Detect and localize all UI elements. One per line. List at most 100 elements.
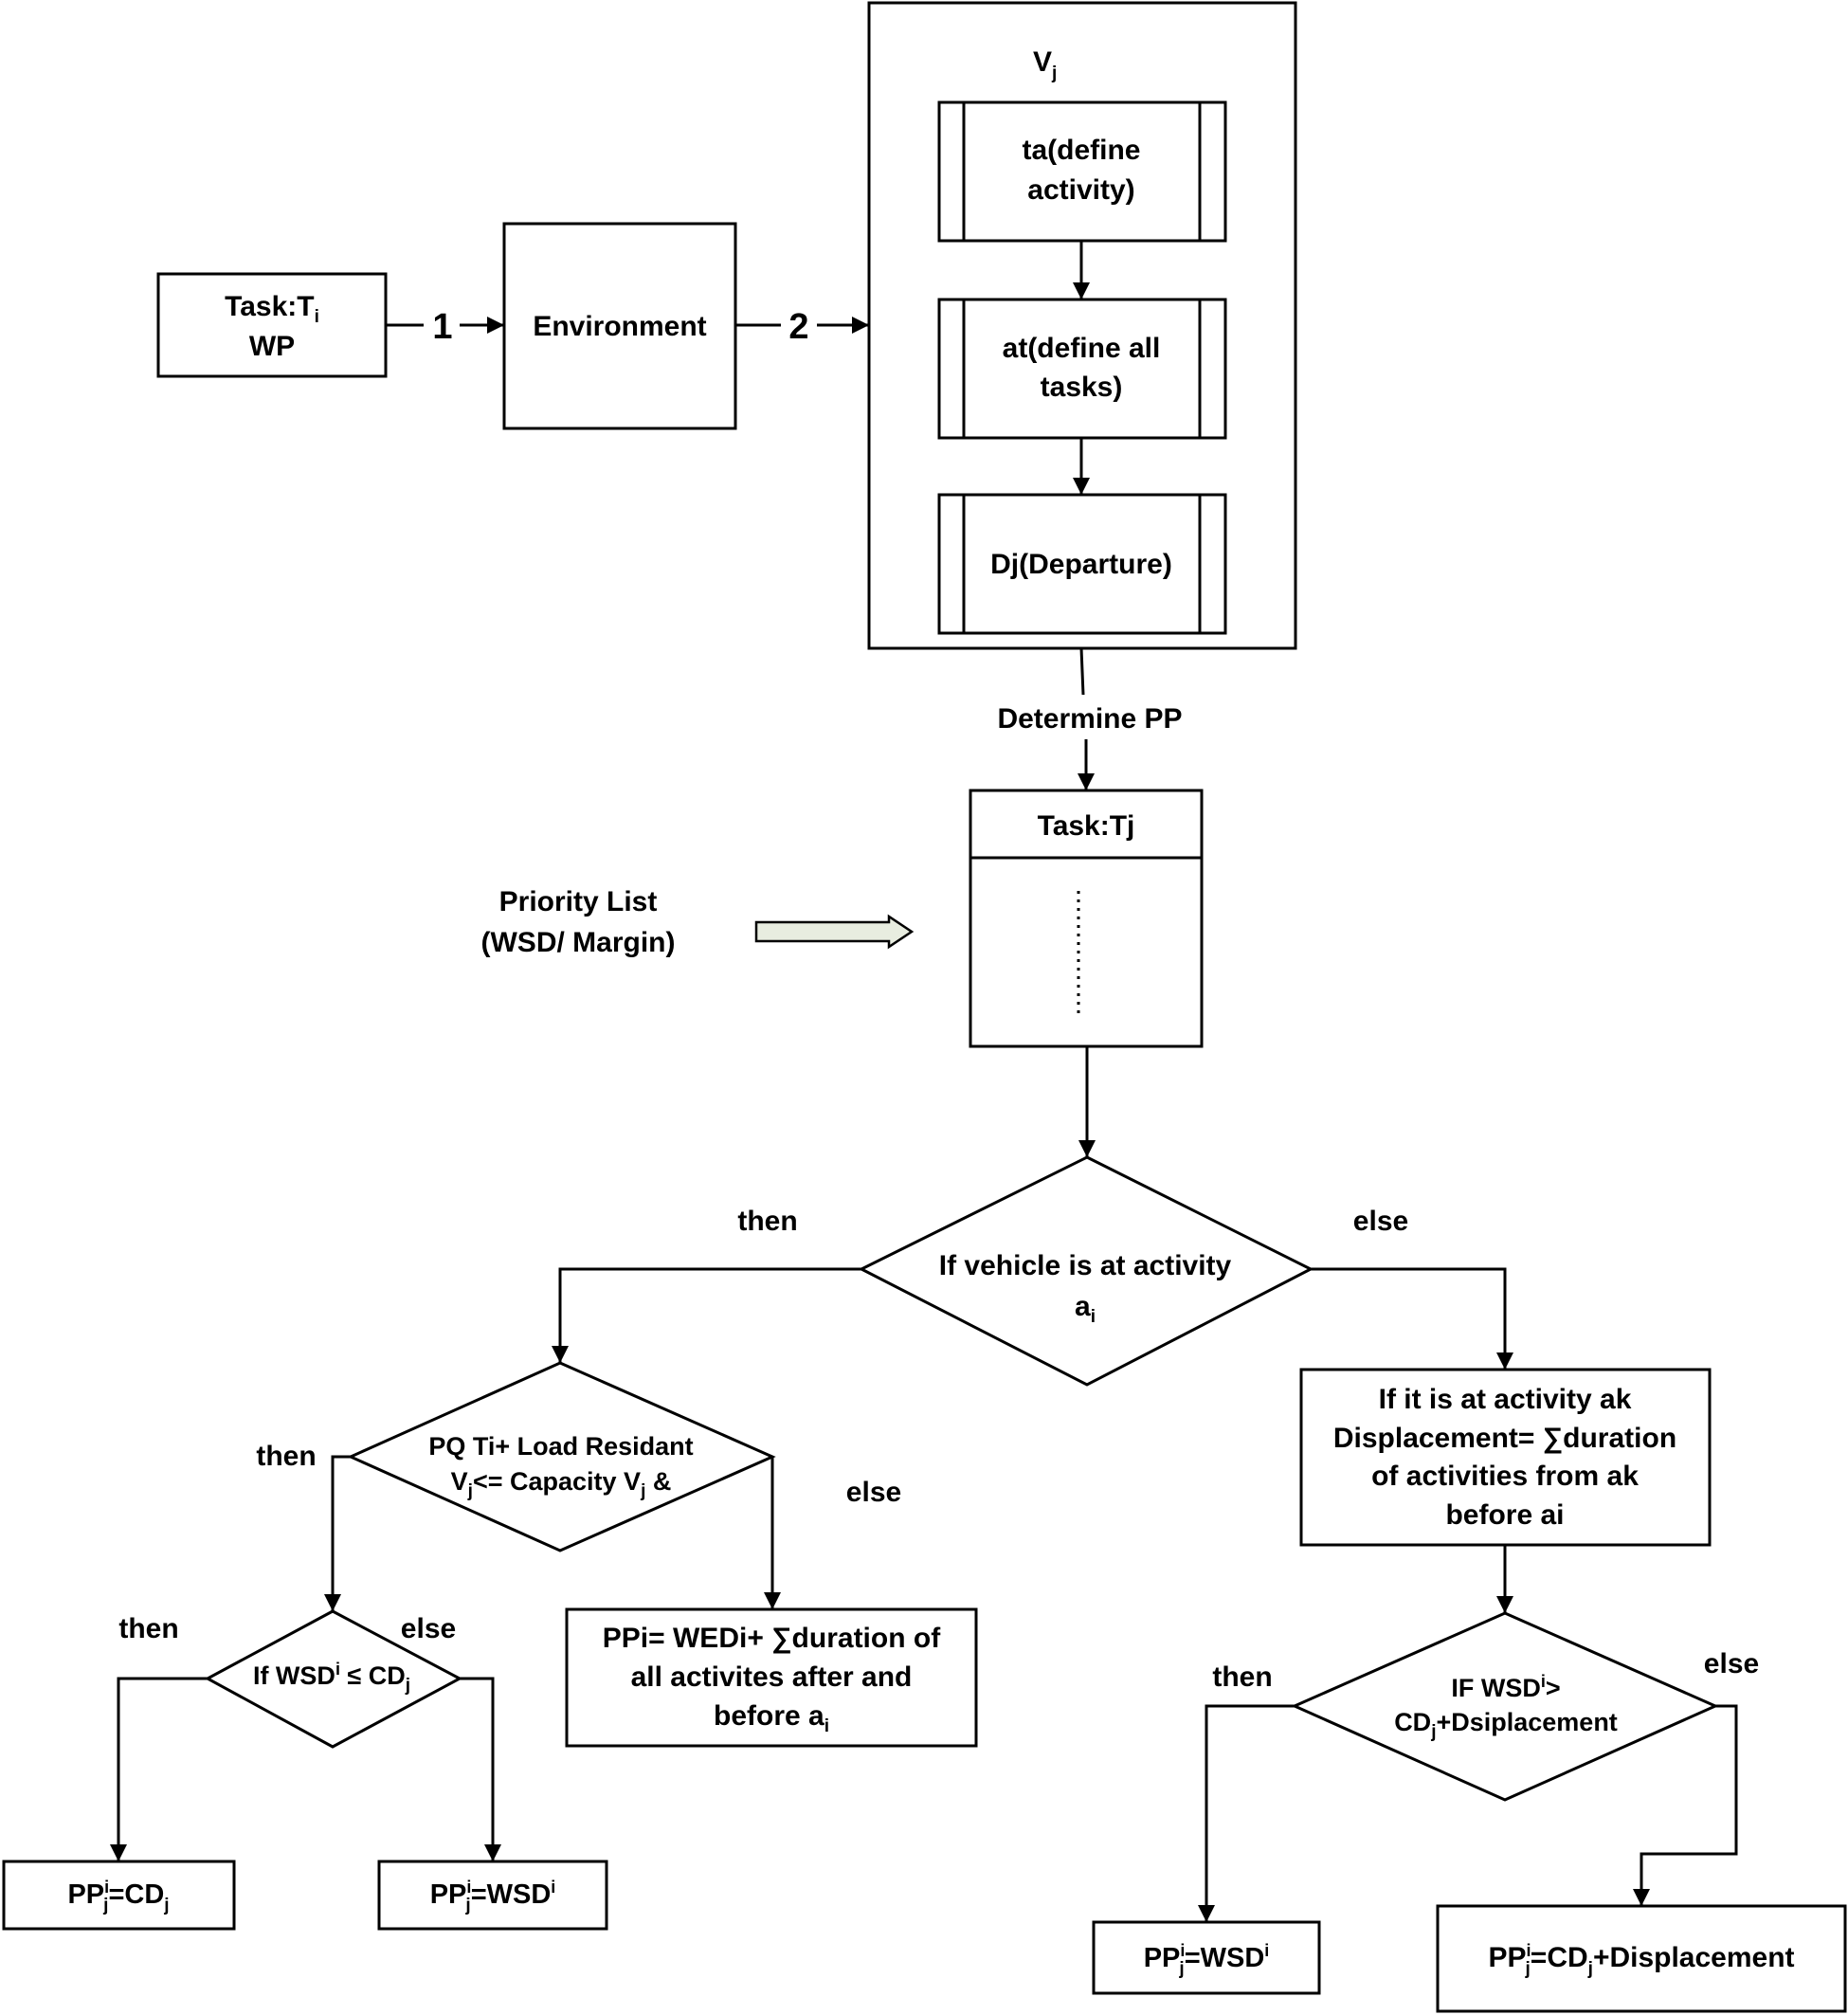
arrow-pq-then bbox=[324, 1455, 351, 1611]
task-ti-sub: i bbox=[315, 307, 319, 327]
priority-list-line2: (WSD/ Margin) bbox=[481, 927, 676, 958]
decision-wsd-disp-line2-b: +Dsiplacement bbox=[1436, 1708, 1617, 1736]
decision-pq-sub2: j bbox=[640, 1481, 645, 1501]
arrow-wsd-disp-then bbox=[1198, 1704, 1295, 1922]
ppi-line2: all activites after and bbox=[631, 1661, 913, 1693]
decision-wsd-gt-cd-displacement: IF WSDi> CDj+Dsiplacement bbox=[1291, 1611, 1719, 1802]
pp-wsd-left-sup2: i bbox=[551, 1878, 555, 1897]
decision-vehicle-at-activity: If vehicle is at activity ai bbox=[858, 1155, 1314, 1387]
decision-vehicle-line2: a bbox=[1075, 1291, 1091, 1322]
ppi-line3-sub: i bbox=[824, 1716, 829, 1736]
pp-wsd-right-a: PP bbox=[1144, 1943, 1181, 1973]
at-define-all-tasks-node: at(define all tasks) bbox=[937, 298, 1227, 440]
dj-departure-node: Dj(Departure) bbox=[937, 493, 1227, 635]
edge-label-else-wsd-cd: else bbox=[401, 1613, 456, 1644]
pp-wsd-left-b: =WSD bbox=[471, 1879, 552, 1910]
edge-label-then-pq: then bbox=[256, 1441, 316, 1472]
decision-wsd-disp-line1-a: IF WSD bbox=[1451, 1674, 1541, 1702]
decision-wsd-cd-b: ≤ CD bbox=[340, 1661, 406, 1690]
task-tj-node: Task:Tj bbox=[969, 789, 1204, 1048]
pp-wsd-right-sup: i bbox=[1180, 1941, 1185, 1960]
vj-sub: j bbox=[1051, 64, 1057, 83]
task-tj-label: Task:Tj bbox=[1038, 810, 1135, 842]
priority-list-label: Priority List (WSD/ Margin) bbox=[481, 886, 676, 958]
ta-define-activity-node: ta(define activity) bbox=[937, 100, 1227, 243]
pp-wsd-right-sub: j bbox=[1178, 1959, 1184, 1979]
decision-pq-line2-a: V bbox=[451, 1467, 468, 1496]
decision-vehicle-line1: If vehicle is at activity bbox=[939, 1250, 1232, 1281]
decision-wsd-cd-a: If WSD bbox=[253, 1661, 335, 1690]
displacement-line3: of activities from ak bbox=[1371, 1461, 1639, 1492]
environment-node: Environment bbox=[502, 222, 737, 430]
task-ti-node: Task:Ti WP bbox=[156, 272, 388, 378]
edge-label-else-wsd-disp: else bbox=[1704, 1648, 1759, 1679]
ta-line1: ta(define bbox=[1022, 135, 1140, 166]
svg-text:Task:Ti: Task:Ti bbox=[225, 291, 319, 327]
decision-wsd-disp-line2-a: CD bbox=[1394, 1708, 1431, 1736]
displacement-line2: Displacement= ∑duration bbox=[1333, 1423, 1676, 1454]
arrow-vehicle-else bbox=[1311, 1267, 1513, 1370]
arrow-wsd-disp-else bbox=[1633, 1704, 1738, 1906]
environment-label: Environment bbox=[533, 311, 706, 342]
decision-wsd-disp-sub: j bbox=[1430, 1722, 1436, 1742]
task-ti-line2: WP bbox=[249, 331, 295, 362]
pp-wsd-left-sup: i bbox=[466, 1878, 471, 1897]
svg-text:before ai: before ai bbox=[714, 1700, 829, 1736]
pp-cd-disp-sub: j bbox=[1525, 1959, 1531, 1979]
pp-cd-b: =CD bbox=[108, 1879, 164, 1910]
ta-line2: activity) bbox=[1027, 174, 1134, 206]
priority-list-line1: Priority List bbox=[499, 886, 658, 917]
pp-cd-disp-sub2: j bbox=[1587, 1959, 1593, 1979]
pp-wsd-right-b: =WSD bbox=[1185, 1943, 1265, 1973]
arrow-wsd-cd-then bbox=[110, 1677, 208, 1861]
decision-vehicle-sub: i bbox=[1091, 1307, 1096, 1327]
pp-cd-disp-sup: i bbox=[1527, 1941, 1531, 1960]
pp-cd-a: PP bbox=[67, 1879, 104, 1910]
svg-text:If WSDi ≤ CDj: If WSDi ≤ CDj bbox=[253, 1660, 410, 1696]
ppi-line1: PPi= WEDi+ ∑duration of bbox=[603, 1623, 941, 1654]
arrow-wsd-cd-else bbox=[460, 1677, 501, 1861]
at-line2: tasks) bbox=[1041, 372, 1123, 403]
ppi-node: PPi= WEDi+ ∑duration of all activites af… bbox=[565, 1607, 978, 1748]
svg-text:Vj<= Capacity Vj &: Vj<= Capacity Vj & bbox=[451, 1467, 672, 1501]
displacement-node: If it is at activity ak Displacement= ∑d… bbox=[1299, 1368, 1712, 1547]
svg-text:CDj+Dsiplacement: CDj+Dsiplacement bbox=[1394, 1708, 1618, 1742]
pp-wsd-left-a: PP bbox=[430, 1879, 467, 1910]
edge-label-then-wsd-cd: then bbox=[118, 1613, 178, 1644]
decision-wsd-cd-sub: j bbox=[405, 1676, 410, 1696]
pp-cd-disp-b: =CD bbox=[1531, 1942, 1588, 1973]
pp-cd-disp-c: +Displacement bbox=[1593, 1942, 1795, 1973]
vj-label: V bbox=[1033, 46, 1052, 78]
svg-text:IF WSDi>: IF WSDi> bbox=[1451, 1672, 1560, 1702]
decision-wsd-cd-sup: i bbox=[335, 1660, 340, 1679]
at-line1: at(define all bbox=[1003, 333, 1161, 364]
dj-label: Dj(Departure) bbox=[990, 549, 1172, 580]
decision-pq-sub1: j bbox=[467, 1481, 473, 1501]
decision-pq-capacity: PQ Ti+ Load Residant Vj<= Capacity Vj & bbox=[347, 1361, 776, 1552]
edge-label-then-vehicle: then bbox=[737, 1206, 797, 1237]
displacement-line1: If it is at activity ak bbox=[1379, 1384, 1632, 1415]
decision-wsd-le-cd: If WSDi ≤ CDj bbox=[204, 1609, 463, 1749]
hollow-right-arrow-icon bbox=[754, 914, 915, 950]
line-vj-to-determine-pp bbox=[1079, 647, 1085, 696]
edge-label-then-wsd-disp: then bbox=[1212, 1661, 1272, 1693]
decision-pq-line1: PQ Ti+ Load Residant bbox=[428, 1432, 693, 1461]
pp-wsd-left-sub: j bbox=[464, 1896, 470, 1915]
displacement-line4: before ai bbox=[1445, 1499, 1564, 1531]
edge-label-1: 1 bbox=[432, 307, 452, 347]
edge-label-else-pq: else bbox=[846, 1477, 901, 1508]
pp-cd-sub: j bbox=[102, 1896, 108, 1915]
decision-pq-line2-c: & bbox=[645, 1467, 671, 1496]
decision-pq-line2-b: <= Capacity V bbox=[473, 1467, 641, 1496]
pp-cd-sub2: j bbox=[163, 1896, 169, 1915]
pp-cd-disp-a: PP bbox=[1488, 1942, 1526, 1973]
pp-cd-sup: i bbox=[104, 1878, 109, 1897]
decision-wsd-disp-line1-b: > bbox=[1546, 1674, 1561, 1702]
